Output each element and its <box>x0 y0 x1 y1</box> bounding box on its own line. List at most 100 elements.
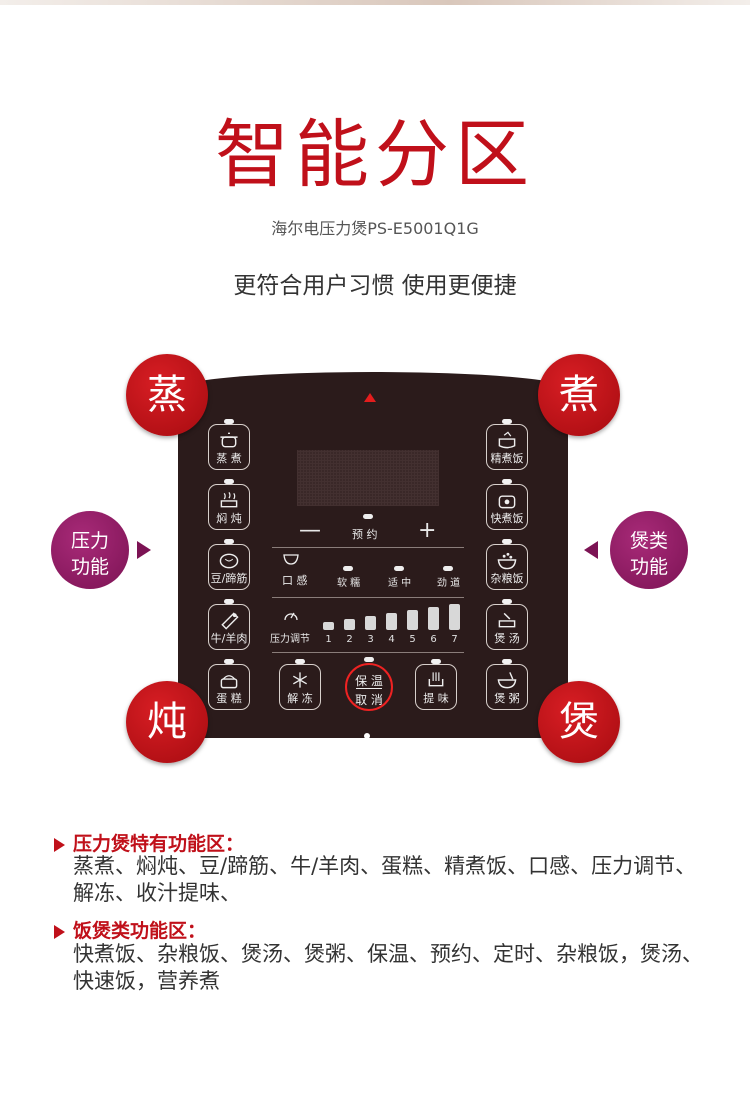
arrow-right-icon <box>137 541 151 559</box>
pressure-level-label: 7 <box>451 634 458 645</box>
badge-line: 压力 <box>70 530 109 552</box>
btn-label: 煲 汤 <box>494 632 520 645</box>
plus-button[interactable]: + <box>418 518 437 543</box>
btn-fine-rice[interactable]: 精煮饭 <box>486 419 528 470</box>
badge-boil: 煮 <box>538 354 620 436</box>
led-display <box>297 450 439 506</box>
porridge-icon <box>497 672 517 689</box>
led-indicator <box>364 657 374 662</box>
btn-label: 煲 粥 <box>494 692 520 705</box>
led-indicator <box>224 599 234 604</box>
meat-icon <box>221 612 239 630</box>
btn-steam[interactable]: 蒸 煮 <box>208 419 250 470</box>
pressure-bar <box>323 622 334 630</box>
btn-label: 蒸 煮 <box>216 452 242 465</box>
snowflake-icon <box>293 672 307 688</box>
led-indicator <box>502 479 512 484</box>
led-indicator <box>224 479 234 484</box>
texture-option-soft[interactable]: 软 糯 <box>337 578 361 589</box>
led-indicator <box>394 566 404 571</box>
btn-thaw[interactable]: 解 冻 <box>279 659 321 710</box>
pressure-bar <box>428 607 439 630</box>
pressure-bar <box>386 613 397 630</box>
btn-soup[interactable]: 煲 汤 <box>486 599 528 650</box>
btn-flavor[interactable]: 提 味 <box>415 659 457 710</box>
btn-bean-tendon[interactable]: 豆/蹄筋 <box>208 539 250 590</box>
led-indicator <box>224 419 234 424</box>
panel-bottom-dot <box>364 733 370 739</box>
btn-cake[interactable]: 蛋 糕 <box>208 659 250 710</box>
pot-icon <box>220 432 238 448</box>
btn-label: 牛/羊肉 <box>210 632 248 645</box>
divider <box>272 652 464 653</box>
flavor-icon <box>428 672 444 687</box>
grain-bowl-icon <box>497 552 517 570</box>
texture-option-firm[interactable]: 劲 道 <box>437 578 461 589</box>
divider <box>272 547 464 548</box>
page-title: 智能分区 <box>215 112 535 198</box>
pressure-label[interactable]: 压力调节 <box>270 634 310 645</box>
triangle-bullet-icon <box>54 924 65 939</box>
texture-label: 口 感 <box>282 574 308 587</box>
btn-beef-lamb[interactable]: 牛/羊肉 <box>208 599 250 650</box>
pressure-bar <box>365 616 376 630</box>
pressure-level-label: 6 <box>430 634 437 645</box>
texture-option-medium[interactable]: 适 中 <box>388 578 412 589</box>
panel-marker-icon <box>364 393 376 402</box>
section-body: 蒸煮、焖炖、豆/蹄筋、牛/羊肉、蛋糕、精煮饭、口感、压力调节、解冻、收汁提味、 <box>73 854 697 905</box>
keep-warm-label: 保 温 <box>355 674 383 688</box>
bowl-icon <box>283 554 299 565</box>
preset-label[interactable]: 预 约 <box>352 528 378 541</box>
led-indicator <box>224 539 234 544</box>
bean-icon <box>219 553 239 569</box>
led-indicator <box>502 599 512 604</box>
rice-pot-icon <box>498 431 516 449</box>
btn-braise[interactable]: 焖 炖 <box>208 479 250 530</box>
led-indicator <box>295 659 305 664</box>
cooker-icon <box>498 495 516 509</box>
btn-porridge[interactable]: 煲 粥 <box>486 659 528 710</box>
steam-pot-icon <box>220 492 238 508</box>
pressure-bar <box>344 619 355 630</box>
slogan: 更符合用户习惯 使用更便捷 <box>233 273 517 299</box>
btn-grain-rice[interactable]: 杂粮饭 <box>486 539 528 590</box>
led-indicator <box>343 566 353 571</box>
badge-stew: 炖 <box>126 681 208 763</box>
led-indicator <box>502 659 512 664</box>
section-heading: 压力煲特有功能区： <box>54 829 244 856</box>
led-indicator <box>363 514 373 519</box>
section-body: 快煮饭、杂粮饭、煲汤、煲粥、保温、预约、定时、杂粮饭，煲汤、快速饭，营养煮 <box>73 942 703 993</box>
led-indicator <box>502 419 512 424</box>
divider <box>272 597 464 598</box>
triangle-bullet-icon <box>54 837 65 852</box>
cake-icon <box>220 675 238 689</box>
badge-line: 功能 <box>70 556 109 578</box>
minus-button[interactable]: — <box>299 518 321 543</box>
soup-icon <box>498 612 516 628</box>
btn-label: 提 味 <box>423 692 449 705</box>
led-indicator <box>502 539 512 544</box>
pressure-level-label: 4 <box>388 634 395 645</box>
badge-pot-function: 煲类 功能 <box>610 511 688 589</box>
btn-label: 精煮饭 <box>490 452 524 465</box>
pressure-level-label: 2 <box>346 634 353 645</box>
btn-label: 快煮饭 <box>490 512 524 525</box>
section-heading-text: 饭煲类功能区： <box>73 920 207 942</box>
btn-label: 豆/蹄筋 <box>210 572 248 585</box>
badge-pot: 煲 <box>538 681 620 763</box>
model-name: 海尔电压力煲PS-E5001Q1G <box>271 219 479 238</box>
keep-warm-cancel-button[interactable]: 保 温 取 消 <box>345 663 393 711</box>
btn-quick-rice[interactable]: 快煮饭 <box>486 479 528 530</box>
pressure-bar <box>449 604 460 630</box>
pressure-bar <box>407 610 418 630</box>
divider <box>356 688 382 689</box>
badge-line: 煲类 <box>629 530 668 552</box>
badge-pressure-function: 压力 功能 <box>51 511 129 589</box>
btn-label: 蛋 糕 <box>216 692 242 705</box>
btn-label: 解 冻 <box>287 692 313 705</box>
pressure-level-label: 3 <box>367 634 374 645</box>
pressure-level-label: 1 <box>325 634 332 645</box>
section-heading-text: 压力煲特有功能区： <box>73 833 245 855</box>
led-indicator <box>443 566 453 571</box>
top-decor-bar <box>0 0 750 5</box>
